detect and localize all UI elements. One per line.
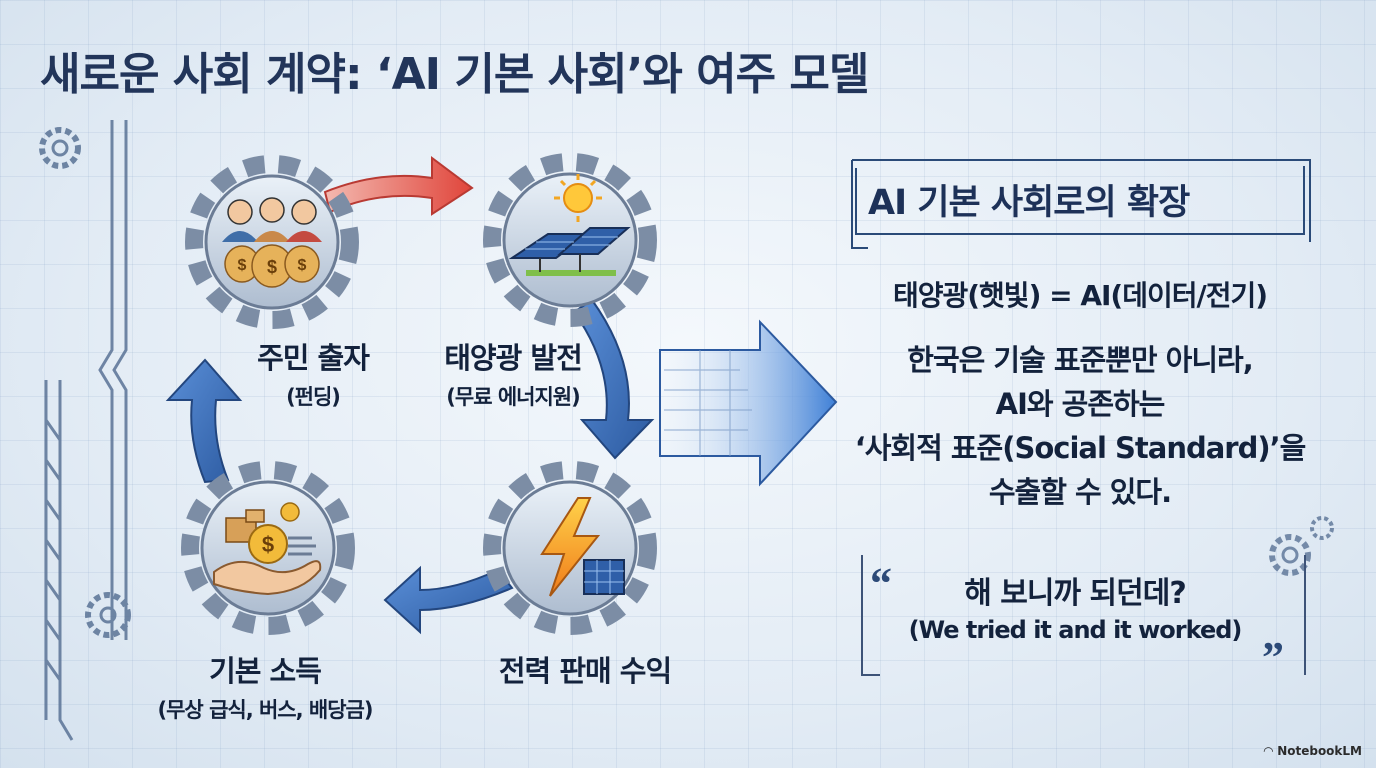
- brand-label: NotebookLM: [1277, 744, 1362, 758]
- cycle-label-basic-income: 기본 소득 (무상 급식, 버스, 배당금): [157, 648, 374, 724]
- svg-text:$: $: [267, 257, 277, 277]
- open-quote-icon: “: [870, 559, 892, 608]
- cycle-label-main: 주민 출자: [257, 341, 370, 375]
- side-body-line: AI와 공존하는: [995, 387, 1166, 421]
- side-body-line: ‘사회적 표준(Social Standard)’을: [854, 431, 1307, 465]
- arrow-top: [323, 156, 474, 216]
- cycle-label-main: 전력 판매 수익: [498, 654, 672, 688]
- cycle-label-sub: (무료 에너지원): [446, 385, 580, 409]
- gear-funding: $ $ $: [185, 155, 359, 329]
- notebooklm-logo-icon: ◠: [1263, 744, 1273, 758]
- cycle-label-sub: (펀딩): [286, 385, 341, 409]
- cycle-label-solar: 태양광 발전 (무료 에너지원): [444, 335, 582, 411]
- svg-text:$: $: [298, 257, 307, 274]
- people-moneybags-icon: $ $ $: [222, 197, 322, 288]
- sun-solar-panel-icon: [508, 174, 631, 276]
- hand-coins-icon: $: [213, 502, 322, 596]
- side-body-line: 한국은 기술 표준뿐만 아니라,: [907, 343, 1253, 377]
- side-heading-frame: [851, 159, 1311, 249]
- right-gear-decoration: [1269, 516, 1334, 576]
- cycle-label-main: 기본 소득: [209, 654, 322, 688]
- left-scaffold-decoration: [39, 120, 131, 741]
- gear-solar: [483, 153, 657, 327]
- svg-text:$: $: [238, 257, 247, 274]
- arrow-left: [165, 358, 243, 484]
- side-body-line: 수출할 수 있다.: [988, 475, 1172, 509]
- gear-basic-income: $: [181, 461, 355, 635]
- side-equation: 태양광(햇빛) = AI(데이터/전기): [892, 279, 1268, 312]
- brand-watermark: ◠ NotebookLM: [1264, 744, 1362, 758]
- page-title: 새로운 사회 계약: ‘AI 기본 사회’와 여주 모델: [40, 49, 869, 100]
- quote-sub: (We tried it and it worked): [908, 616, 1243, 644]
- side-body: 한국은 기술 표준뿐만 아니라, AI와 공존하는 ‘사회적 표준(Social…: [820, 338, 1340, 514]
- close-quote-icon: ”: [1262, 633, 1284, 682]
- quote-frame: [861, 555, 1306, 676]
- quote-main: 해 보니까 되던데?: [964, 576, 1186, 611]
- cycle-arrows: [165, 156, 655, 635]
- big-right-arrow: [659, 319, 838, 487]
- cycle-label-funding: 주민 출자 (펀딩): [257, 335, 370, 411]
- lightning-bolt-icon: [540, 497, 625, 597]
- svg-text:$: $: [262, 532, 274, 557]
- cycle-label-sub: (무상 급식, 버스, 배당금): [157, 698, 374, 722]
- cycle-label-main: 태양광 발전: [444, 341, 582, 375]
- arrow-right: [572, 298, 655, 460]
- side-heading: AI 기본 사회로의 확장: [868, 183, 1190, 223]
- cycle-label-revenue: 전력 판매 수익: [498, 648, 672, 690]
- arrow-bottom: [383, 565, 514, 635]
- gear-revenue: [483, 461, 657, 635]
